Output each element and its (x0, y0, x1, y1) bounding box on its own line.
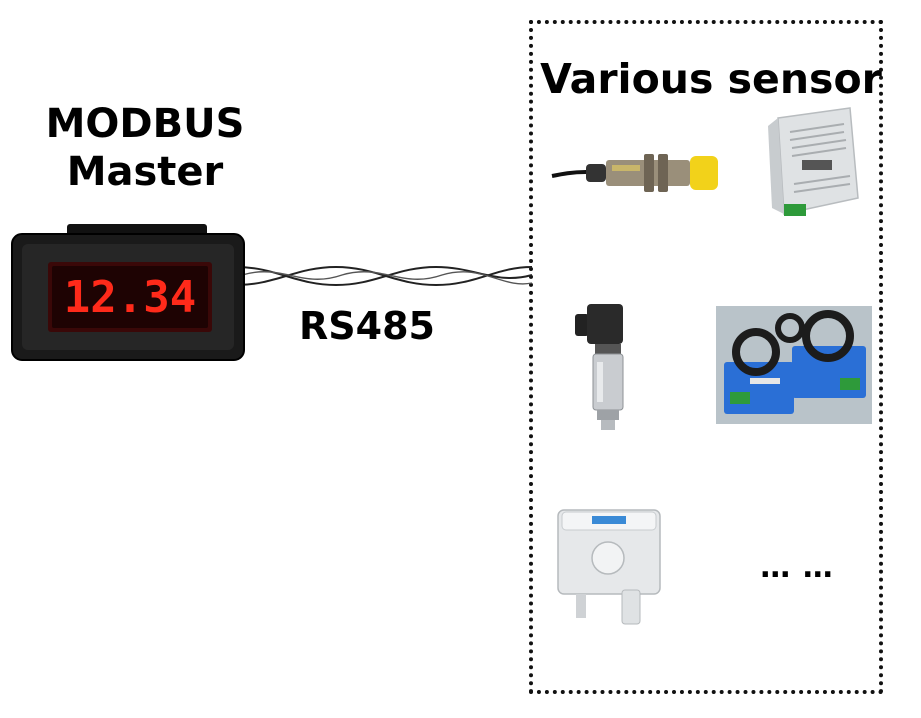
master-title: MODBUS Master (20, 100, 270, 196)
sensor-group-title: Various sensor (540, 55, 882, 103)
meter-display-value: 12.34 (64, 272, 196, 323)
twisted-pair-cable (235, 265, 533, 287)
current-transducer-icon (716, 306, 872, 424)
din-rail-module-icon (768, 107, 859, 216)
panel-meter-icon: 12.34 (11, 224, 245, 361)
proximity-sensor-icon (551, 154, 718, 192)
temperature-humidity-sensor-icon (557, 509, 661, 625)
cable-wire-b (235, 265, 533, 287)
sensor-group-box (529, 20, 883, 694)
cable-wire-c (241, 271, 533, 285)
master-title-line2: Master (66, 149, 224, 195)
pressure-transmitter-icon (575, 304, 624, 430)
master-title-line1: MODBUS (45, 101, 245, 147)
more-sensors-ellipsis: … … (760, 550, 834, 585)
bus-label: RS485 (299, 304, 435, 348)
